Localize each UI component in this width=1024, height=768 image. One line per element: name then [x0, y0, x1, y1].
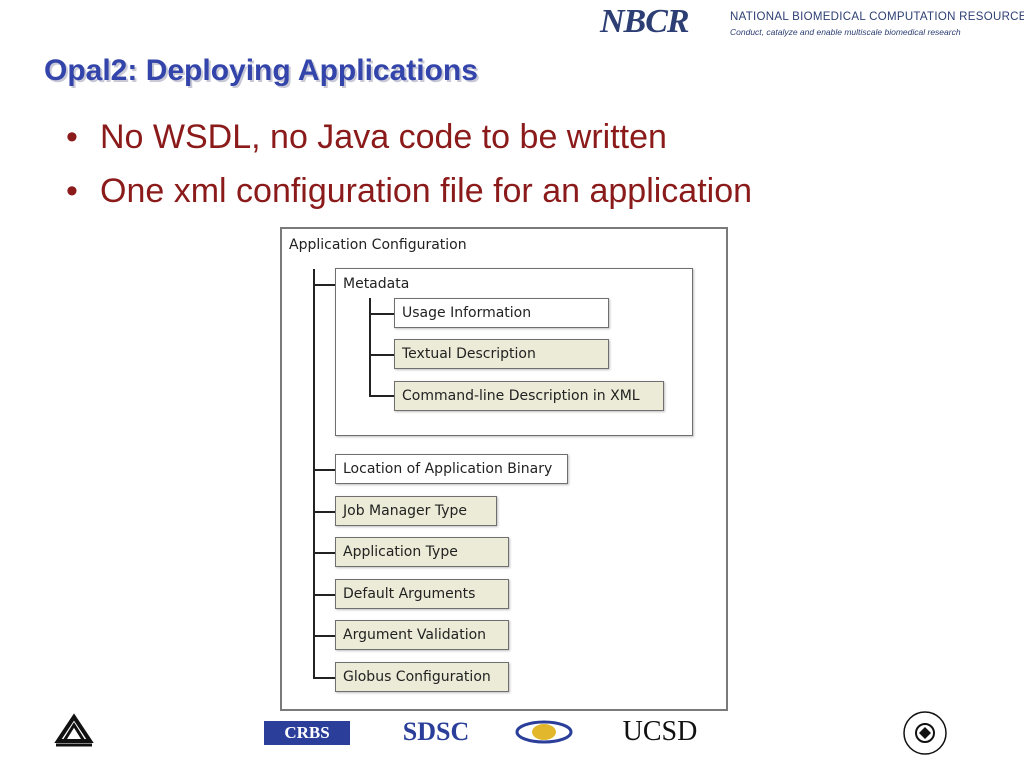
box-label: Usage Information: [402, 305, 532, 321]
item-default-arguments: Default Arguments: [335, 579, 509, 609]
bullet-text: One xml configuration file for an applic…: [100, 172, 753, 210]
nih-seal-icon: [900, 708, 950, 758]
tree-branch-line: [313, 284, 335, 286]
tree-branch-line: [313, 635, 335, 637]
nbcr-org-name: NATIONAL BIOMEDICAL COMPUTATION RESOURCE: [730, 11, 1024, 23]
nbcr-tagline: Conduct, catalyze and enable multiscale …: [730, 27, 961, 37]
box-label: Application Type: [343, 544, 458, 560]
nbcr-logo-mark: NBCR: [600, 3, 690, 40]
ucsd-logo: UCSD: [622, 716, 698, 747]
box-label: Argument Validation: [343, 627, 487, 643]
partner-logo-icon: [50, 710, 98, 752]
item-argument-validation: Argument Validation: [335, 620, 509, 650]
slide-title: Opal2: Deploying Applications: [44, 54, 478, 87]
application-configuration-diagram: Application Configuration Metadata Usage…: [280, 227, 728, 711]
item-application-type: Application Type: [335, 537, 509, 567]
item-globus-configuration: Globus Configuration: [335, 662, 509, 692]
tree-branch-line: [369, 395, 394, 397]
tree-branch-line: [313, 511, 335, 513]
bullet-dot-icon: •: [66, 118, 78, 156]
tree-branch-line: [313, 677, 335, 679]
diagram-root-label: Application Configuration: [289, 237, 467, 253]
bullet-text: No WSDL, no Java code to be written: [100, 118, 667, 156]
tree-branch-line: [369, 354, 394, 356]
box-label: Globus Configuration: [343, 669, 491, 685]
tree-branch-line: [369, 313, 394, 315]
metadata-item-textual-description: Textual Description: [394, 339, 609, 369]
tree-branch-line: [313, 552, 335, 554]
nbcr-logo: NBCR NATIONAL BIOMEDICAL COMPUTATION RES…: [600, 3, 1024, 40]
crbs-logo: CRBS: [264, 721, 350, 745]
item-job-manager-type: Job Manager Type: [335, 496, 497, 526]
bullet-item: • No WSDL, no Java code to be written: [66, 110, 752, 164]
metadata-item-usage-information: Usage Information: [394, 298, 609, 328]
box-label: Location of Application Binary: [343, 461, 553, 477]
bullet-dot-icon: •: [66, 172, 78, 210]
tree-trunk-line: [313, 269, 315, 679]
metadata-item-command-line-description: Command-line Description in XML: [394, 381, 664, 411]
bullet-list: • No WSDL, no Java code to be written • …: [66, 110, 752, 218]
metadata-group: Metadata Usage Information Textual Descr…: [335, 268, 693, 436]
box-label: Default Arguments: [343, 586, 476, 602]
sdsc-logo: SDSC: [402, 717, 470, 746]
metadata-label: Metadata: [343, 276, 410, 292]
metadata-trunk-line: [369, 298, 371, 397]
box-label: Command-line Description in XML: [402, 388, 640, 404]
bullet-item: • One xml configuration file for an appl…: [66, 164, 752, 218]
calit2-logo-icon: [512, 718, 576, 746]
box-label: Job Manager Type: [343, 503, 468, 519]
tree-branch-line: [313, 594, 335, 596]
item-location-of-application-binary: Location of Application Binary: [335, 454, 568, 484]
box-label: Textual Description: [402, 346, 536, 362]
tree-branch-line: [313, 469, 335, 471]
